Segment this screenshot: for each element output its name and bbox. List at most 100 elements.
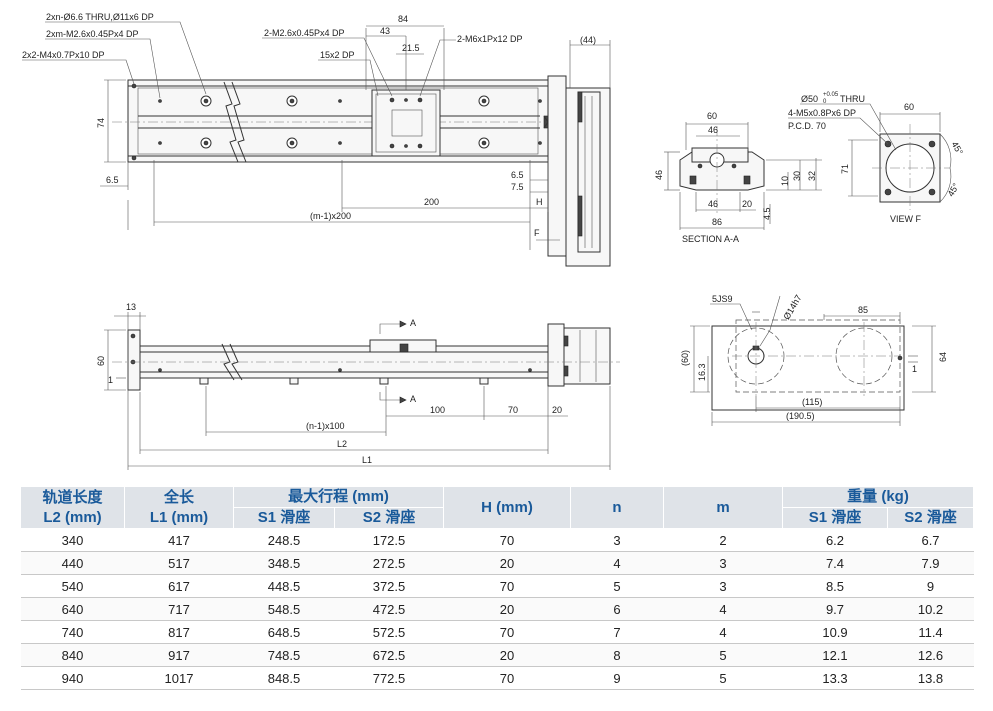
dim-60: 60 [96,356,106,366]
cell: 448.5 [233,574,335,598]
motor-dim-115: (115) [802,397,822,407]
viewf-thru-suffix: THRU [840,94,865,104]
motor-dim-190-5: (190.5) [786,411,815,421]
cell: 248.5 [233,528,335,552]
spec-table: 轨道长度 L2 (mm) 全长 L1 (mm) 最大行程 (mm) H (mm)… [20,486,975,690]
cell: 8 [570,643,664,667]
dim-70: 70 [508,405,518,415]
dim-l1: L1 [362,455,372,465]
callout-holes-m26: 2xm-M2.6x0.45Px4 DP [46,29,139,39]
view-f: Ø50 +0.05 0 THRU 4-M5x0.8Px6 DP P.C.D. 7… [788,92,965,224]
dim-6-5-left: 6.5 [106,175,119,185]
dim-h: H [536,197,543,207]
cell: 340 [20,528,125,552]
section-dim-46-top: 46 [708,125,718,135]
cell: 6.7 [887,528,974,552]
cell: 548.5 [233,597,335,621]
cell: 11.4 [887,620,974,644]
col-total-length-unit: L1 (mm) [149,508,209,526]
col-weight-s2: S2 滑座 [886,507,975,529]
col-n: n [570,486,664,529]
dim-n100: (n-1)x100 [306,421,345,431]
cell: 3 [663,574,783,598]
cell: 70 [443,620,571,644]
section-dim-20: 20 [742,199,752,209]
callout-carriage-m6: 2-M6x1Px12 DP [457,34,523,44]
col-stroke-s1: S1 滑座 [233,507,335,529]
cell: 9 [570,666,664,690]
dim-100: 100 [430,405,445,415]
section-dim-10: 10 [780,176,790,186]
cell: 7 [570,620,664,644]
dim-m200: (m-1)x200 [310,211,351,221]
viewf-m5: 4-M5x0.8Px6 DP [788,108,856,118]
motor-dims [690,295,936,426]
cell: 10.2 [887,597,974,621]
viewf-pcd: P.C.D. 70 [788,121,826,131]
cell: 13.3 [782,666,888,690]
col-rail-length-unit: L2 (mm) [43,508,102,526]
cell: 1017 [124,666,234,690]
cell: 4 [663,597,783,621]
callout-holes-m4: 2x2-M4x0.7Px10 DP [22,50,105,60]
cell: 20 [443,597,571,621]
cell: 70 [443,528,571,552]
cell: 917 [124,643,234,667]
cell: 172.5 [334,528,444,552]
viewf-label: VIEW F [890,214,922,224]
motor-dim-85: 85 [858,305,868,315]
cell: 6 [570,597,664,621]
viewf-angle-1: 45° [950,140,966,157]
cell: 440 [20,551,125,575]
cell: 748.5 [233,643,335,667]
rail-holes [131,83,542,161]
cell: 20 [443,551,571,575]
section-a-bottom: A [410,394,416,404]
col-max-stroke: 最大行程 (mm) [233,486,444,508]
col-total-length-label: 全长 [163,488,194,506]
section-dim-32: 32 [807,171,817,181]
section-dim-46-bottom: 46 [708,199,718,209]
top-dims [22,21,611,250]
dim-43: 43 [380,26,390,36]
cell: 70 [443,666,571,690]
section-dims [664,122,822,230]
col-weight-s1: S1 滑座 [782,507,888,529]
cell: 848.5 [233,666,335,690]
cell: 4 [663,620,783,644]
motor-shaft: Ø14h7 [781,293,803,321]
viewf-dim-60: 60 [904,102,914,112]
section-a-top: A [410,318,416,328]
cell: 7.4 [782,551,888,575]
cell: 348.5 [233,551,335,575]
cell: 572.5 [334,620,444,644]
col-m: m [663,486,783,529]
cell: 5 [663,643,783,667]
top-view: 2xn-Ø6.6 THRU,Ø11x6 DP 2xm-M2.6x0.45Px4 … [22,12,611,267]
cell: 12.1 [782,643,888,667]
cell: 740 [20,620,125,644]
cell: 3 [570,528,664,552]
section-dim-60: 60 [707,111,717,121]
dim-15x2: 15x2 DP [320,50,355,60]
cell: 617 [124,574,234,598]
col-rail-length: 轨道长度 L2 (mm) [20,486,125,529]
dim-84: 84 [398,14,408,24]
dim-74: 74 [96,118,106,128]
cell: 10.9 [782,620,888,644]
callout-holes-thru: 2xn-Ø6.6 THRU,Ø11x6 DP [46,12,154,22]
dim-1: 1 [108,375,113,385]
motor-dim-60: (60) [680,350,690,366]
cell: 2 [663,528,783,552]
view-f-marker: F [534,228,540,238]
dim-13: 13 [126,302,136,312]
cell: 672.5 [334,643,444,667]
dim-20: 20 [552,405,562,415]
